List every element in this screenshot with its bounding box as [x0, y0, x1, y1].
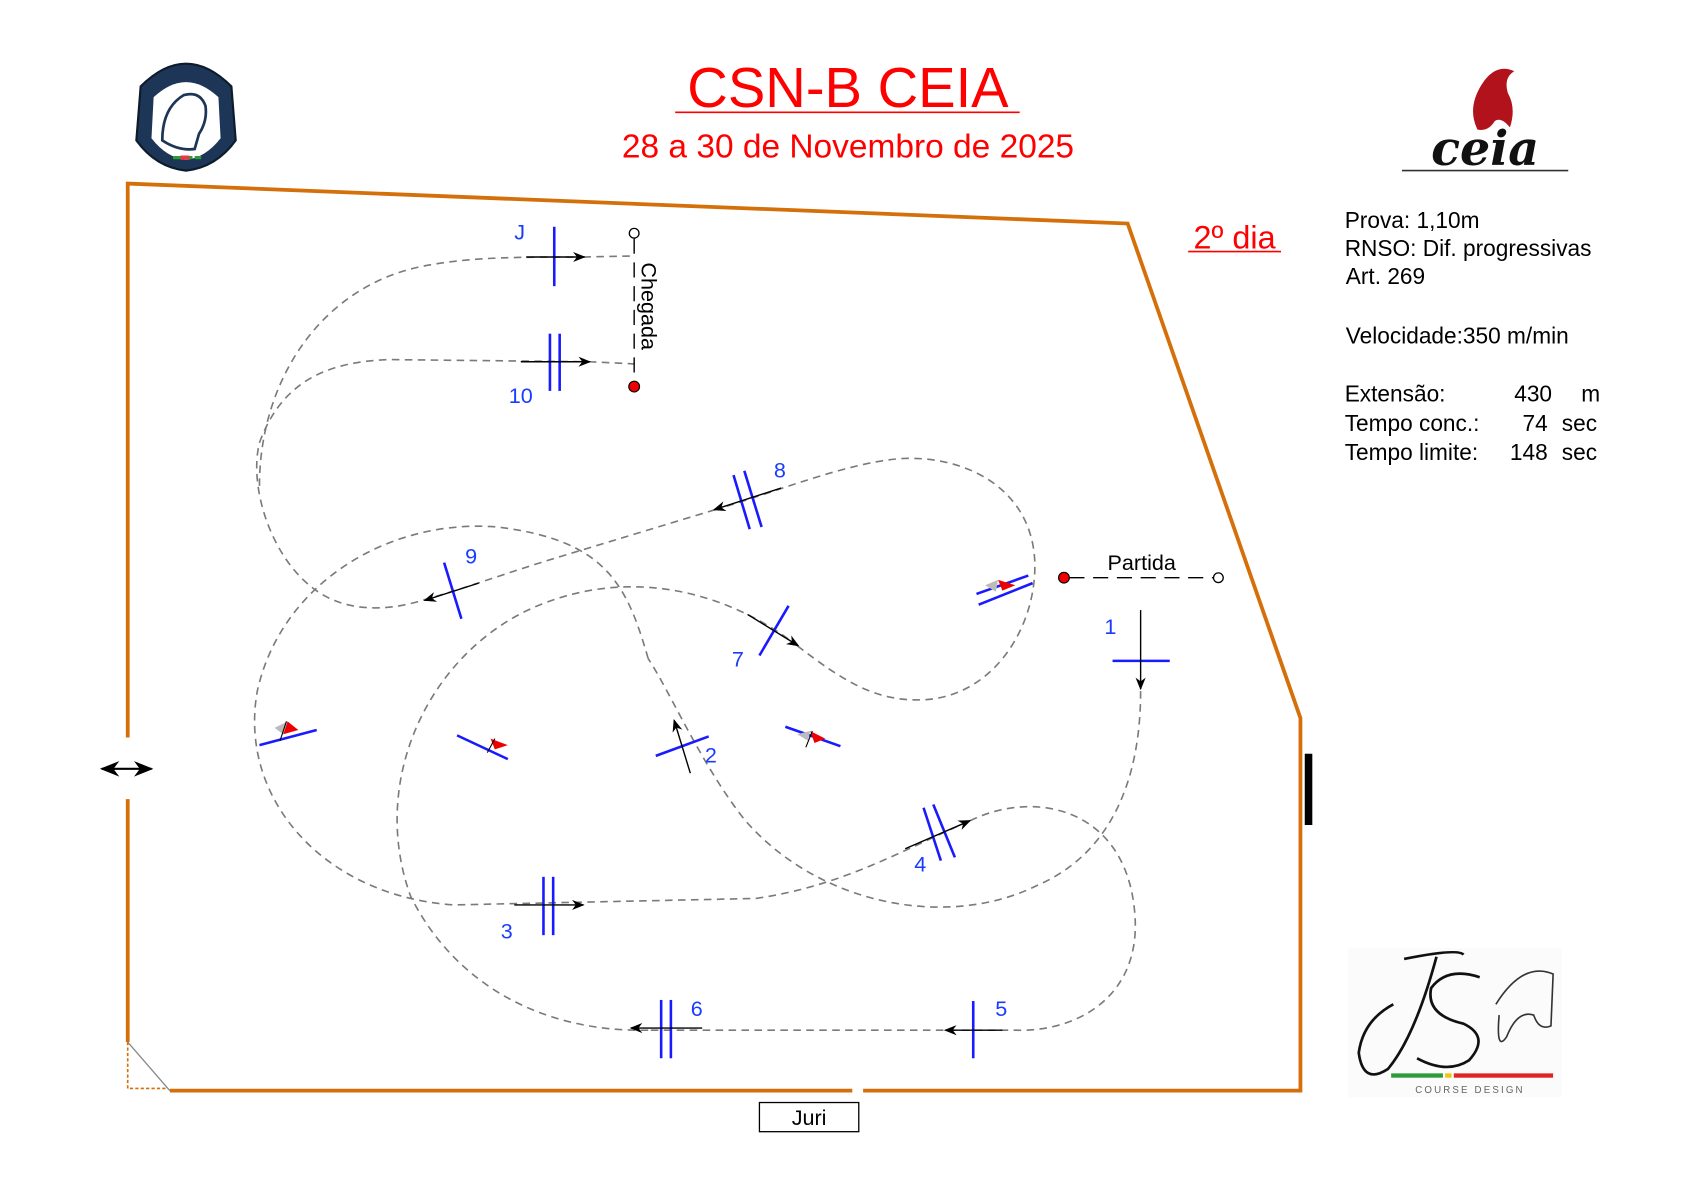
fence-number: 7	[732, 646, 744, 671]
start-line: Partida	[1058, 550, 1224, 584]
spare-obstacle	[976, 574, 1034, 606]
fence-6: 6	[629, 996, 703, 1059]
federation-logo	[135, 62, 237, 172]
info-time-allowed-label: Tempo conc.:	[1345, 410, 1480, 436]
course-track	[253, 255, 1142, 1031]
course-designer-logo: COURSE DESIGN	[1347, 948, 1562, 1098]
fence-7: 7	[732, 605, 800, 671]
spare-obstacle	[259, 721, 318, 747]
info-time-allowed-unit: sec	[1562, 410, 1597, 436]
info-time-limit-value: 148	[1510, 439, 1548, 465]
fence-4: 4	[904, 804, 972, 876]
arena-gate-bottom	[852, 1087, 864, 1094]
info-speed: Velocidade:350 m/min	[1346, 322, 1569, 348]
fence-number: J	[514, 220, 525, 245]
fence-8: 8	[712, 457, 786, 530]
info-length-label: Extensão:	[1345, 381, 1446, 407]
fence-9: 9	[423, 544, 479, 620]
arena-corner-cut	[126, 1041, 171, 1092]
fence-5: 5	[943, 996, 1007, 1059]
svg-text:COURSE DESIGN: COURSE DESIGN	[1415, 1085, 1525, 1096]
spare-obstacle	[456, 734, 509, 761]
fence-3: 3	[501, 876, 585, 943]
club-logo: ceia	[1401, 68, 1569, 177]
info-length-unit: m	[1581, 381, 1600, 407]
start-label: Partida	[1108, 550, 1176, 575]
info-time-limit-label: Tempo limite:	[1345, 439, 1478, 465]
finish-line: Chegada	[628, 227, 662, 393]
info-time-allowed-value: 74	[1523, 410, 1548, 436]
fence-number: 8	[774, 457, 786, 482]
jury-label: Juri	[792, 1105, 827, 1130]
info-prova: Prova: 1,10m	[1345, 207, 1480, 233]
fence-joker: J	[514, 220, 586, 287]
fence-number: 3	[501, 918, 513, 943]
page-title: CSN-B CEIA	[687, 56, 1009, 119]
arena-side-marker	[1304, 753, 1313, 826]
day-label: 2º dia	[1194, 219, 1276, 255]
info-rnso: RNSO: Dif. progressivas	[1345, 235, 1592, 261]
arena-border	[125, 181, 1303, 1093]
event-dates: 28 a 30 de Novembro de 2025	[622, 129, 1074, 166]
fence-10: 10	[509, 333, 592, 408]
info-time-limit-unit: sec	[1562, 439, 1597, 465]
fence-number: 4	[914, 851, 926, 876]
fence-number: 9	[465, 544, 477, 569]
fence-number: 5	[995, 996, 1007, 1021]
finish-label: Chegada	[637, 262, 662, 350]
course-info: Prova: 1,10m RNSO: Dif. progressivas Art…	[1345, 207, 1600, 465]
fence-number: 1	[1104, 614, 1116, 639]
fence-number: 10	[509, 383, 533, 408]
svg-text:ceia: ceia	[1431, 121, 1539, 177]
info-article: Art. 269	[1346, 263, 1425, 289]
fence-2: 2	[655, 719, 717, 774]
fence-1: 1	[1104, 610, 1170, 691]
fence-number: 2	[705, 742, 717, 767]
spare-obstacle	[784, 725, 841, 748]
info-length-value: 430	[1514, 381, 1552, 407]
fence-number: 6	[691, 996, 703, 1021]
jury-box	[758, 1101, 860, 1133]
